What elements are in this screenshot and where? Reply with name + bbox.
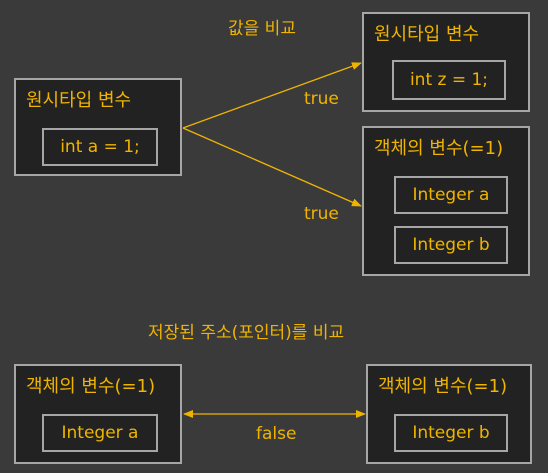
integer-b-item: Integer b xyxy=(394,226,508,264)
box-title: 객체의 변수(=1) xyxy=(378,376,508,397)
box-title: 원시타입 변수 xyxy=(26,90,132,111)
int-a-value: int a = 1; xyxy=(42,128,158,166)
primitive-var-box-a: 원시타입 변수 int a = 1; xyxy=(14,78,182,176)
int-z-value: int z = 1; xyxy=(392,60,506,100)
arrow-false-label: false xyxy=(256,424,297,444)
integer-a-item: Integer a xyxy=(42,414,158,452)
value-compare-heading: 값을 비교 xyxy=(228,19,296,39)
primitive-var-box-z: 원시타입 변수 int z = 1; xyxy=(362,12,530,112)
arrow-bottom-label: true xyxy=(304,204,339,224)
arrow-top-label: true xyxy=(304,89,339,109)
object-var-box-left: 객체의 변수(=1) Integer a xyxy=(14,364,182,464)
object-var-box-right: 객체의 변수(=1) Integer b xyxy=(366,364,532,464)
integer-b-item: Integer b xyxy=(394,414,508,452)
box-title: 객체의 변수(=1) xyxy=(26,376,156,397)
integer-a-item: Integer a xyxy=(394,176,508,214)
box-title: 원시타입 변수 xyxy=(374,24,480,45)
address-compare-heading: 저장된 주소(포인터)를 비교 xyxy=(148,323,345,343)
box-title: 객체의 변수(=1) xyxy=(374,138,504,159)
object-var-box: 객체의 변수(=1) Integer a Integer b xyxy=(362,126,530,276)
arrow-to-object-var xyxy=(182,127,362,207)
arrow-to-primitive-z xyxy=(182,62,362,129)
